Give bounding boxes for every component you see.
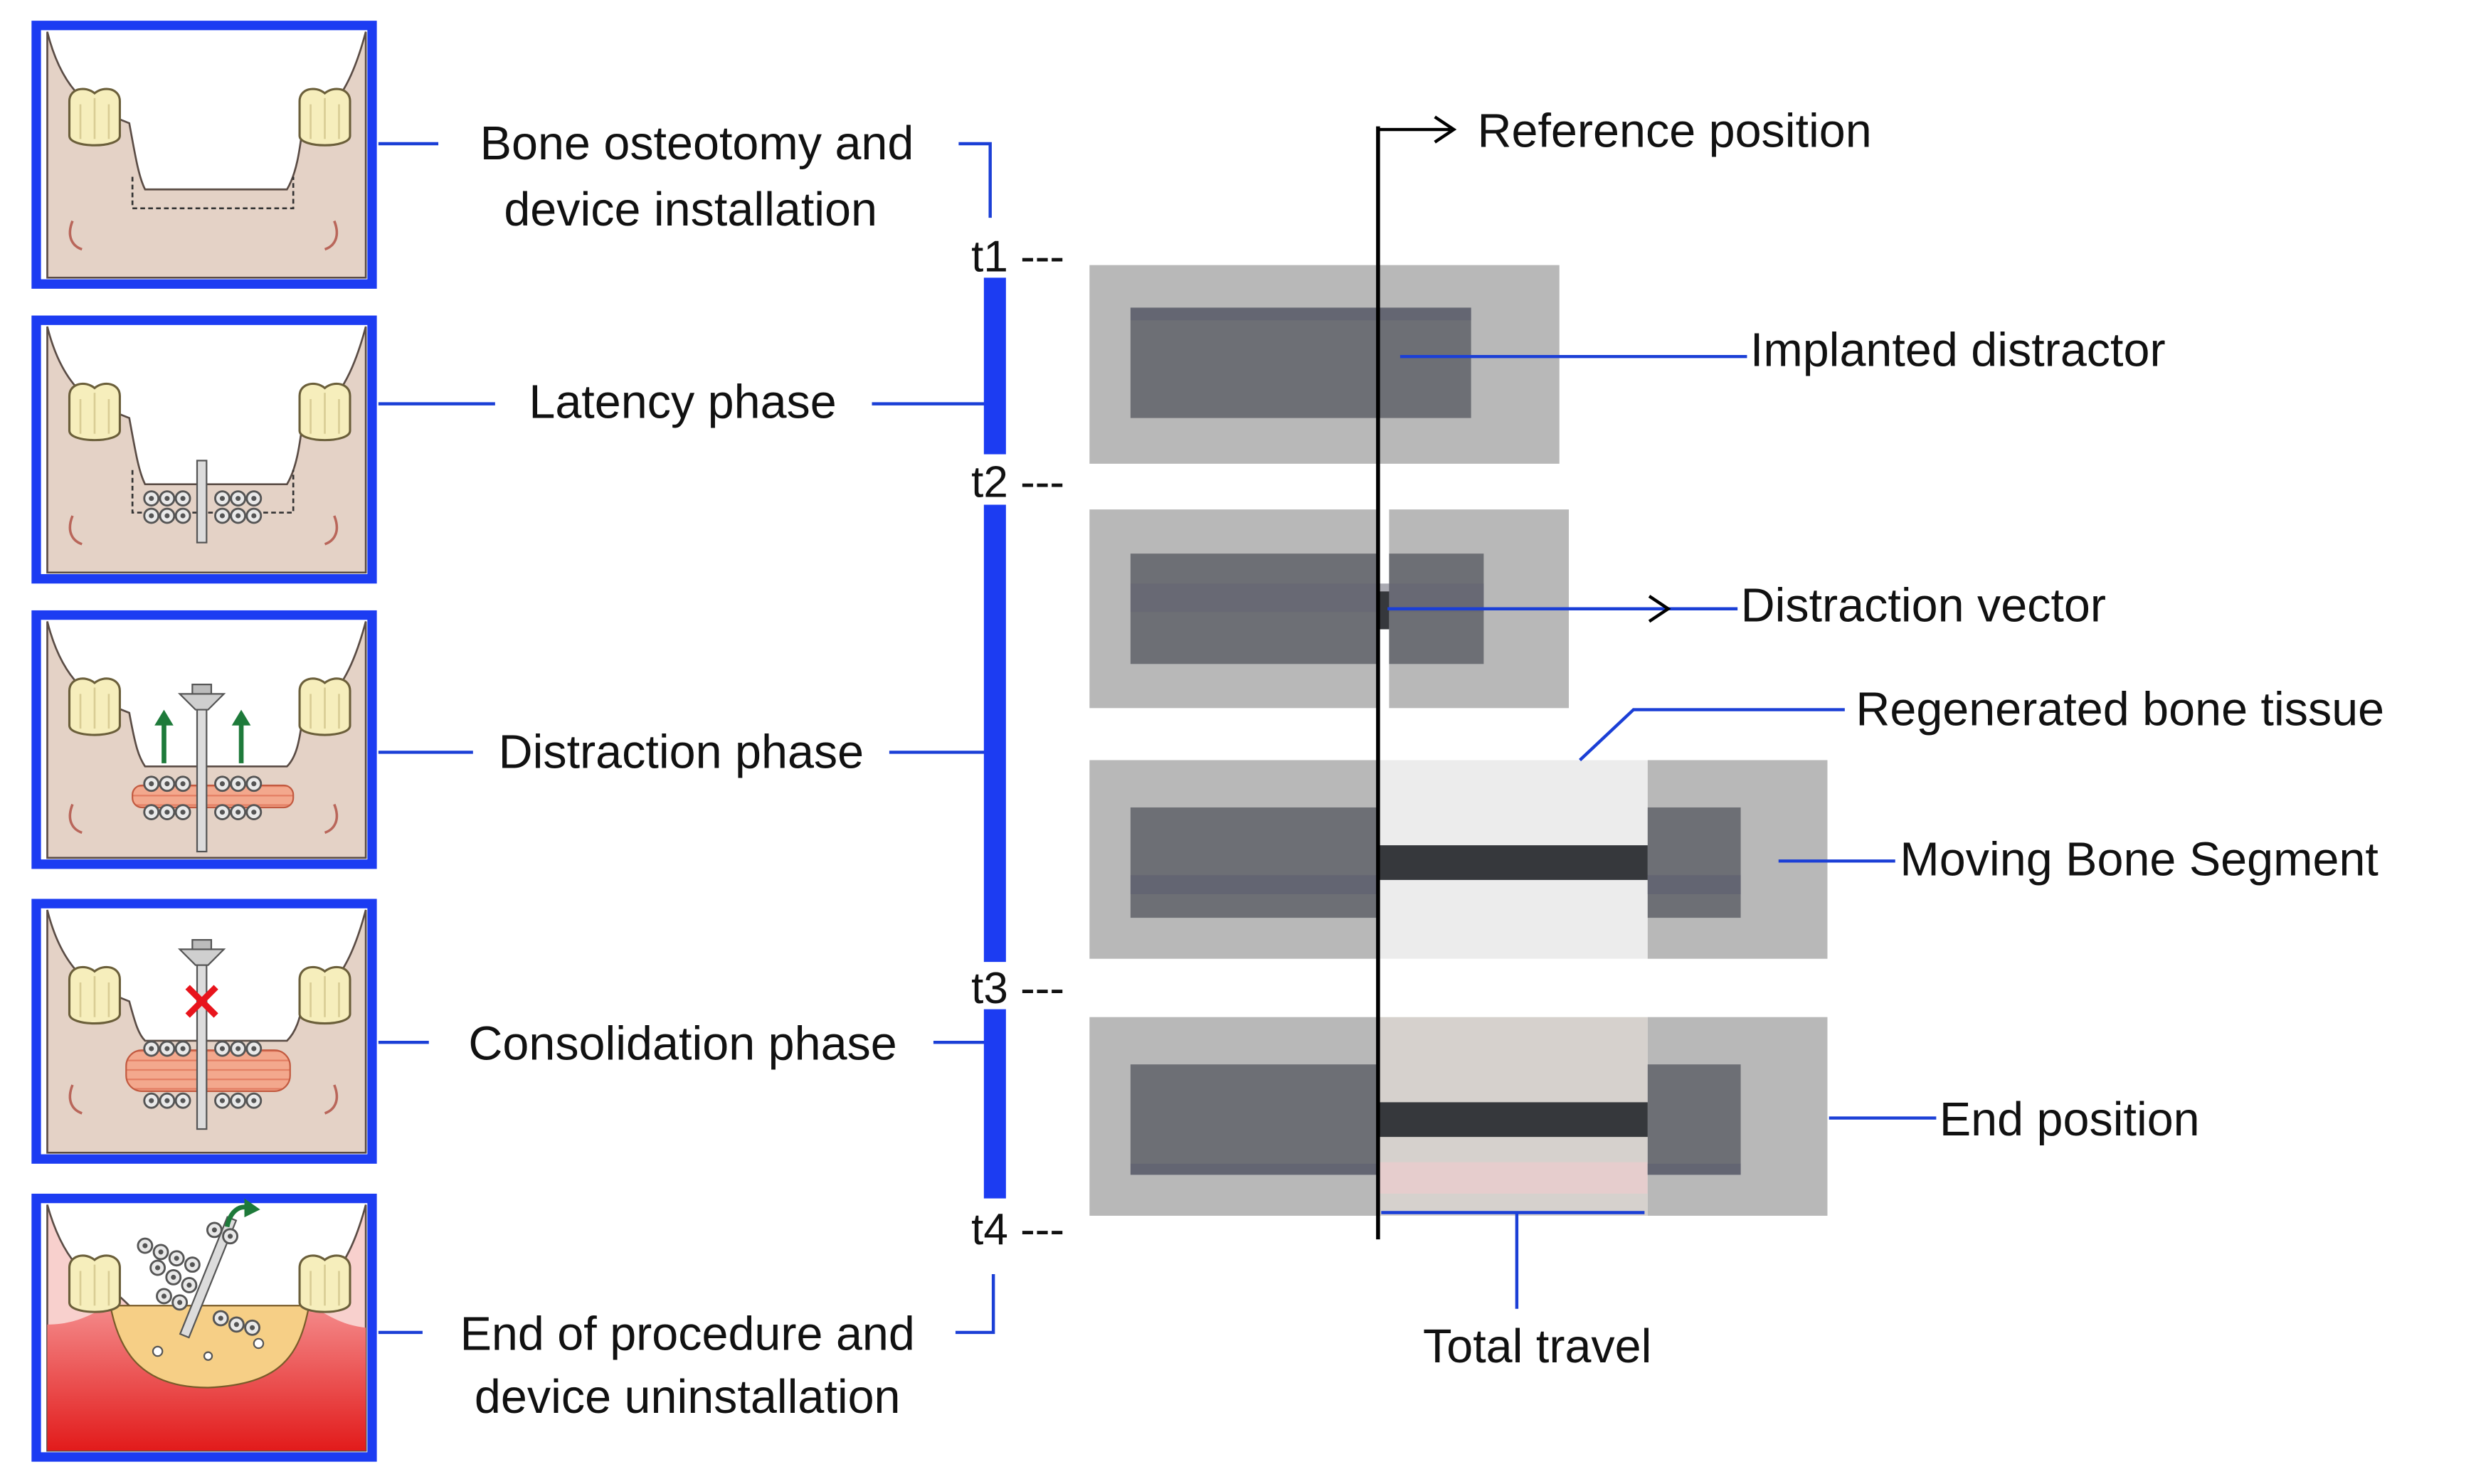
phase-label-5-line-1: End of procedure and	[460, 1308, 915, 1360]
reference-position-label: Reference position	[1477, 105, 1871, 157]
annotation-distraction-vector: Distraction vector	[1387, 579, 2106, 632]
up-arrow-icon	[154, 709, 251, 763]
stage-consolidation	[1089, 1017, 1828, 1216]
annotation-reference-position: Reference position	[1377, 105, 1872, 157]
timeline-bar-segment	[983, 504, 1006, 963]
timeline-tick-t4: t4 ---	[971, 1205, 1064, 1254]
annotation-regenerated-bone: Regenerated bone tissue	[1579, 684, 2384, 762]
tooth-icon	[298, 88, 351, 147]
annotation-implanted-distractor: Implanted distractor	[1399, 324, 2166, 376]
stage-implanted	[1089, 265, 1560, 464]
phase-label-3: Distraction phase	[378, 726, 990, 779]
tooth-icon	[68, 88, 121, 147]
phase-label-5-line-2: device uninstallation	[475, 1371, 901, 1424]
phase-panel-4	[31, 899, 377, 1164]
stage-distraction-active	[1089, 760, 1828, 959]
phase-panel-5	[31, 1193, 377, 1462]
annotation-end-position: End position	[1829, 1093, 2200, 1146]
close-x-icon	[185, 985, 218, 1018]
arrow-right-icon	[1648, 595, 1671, 623]
timeline-bar-segment	[983, 277, 1006, 455]
implanted-distractor-label: Implanted distractor	[1750, 324, 2166, 376]
timeline-tick-t2: t2 ---	[971, 457, 1064, 507]
timeline-tick-t3: t3 ---	[971, 964, 1064, 1013]
phase-label-5: End of procedure and device uninstallati…	[378, 1273, 995, 1424]
phase-label-4-text: Consolidation phase	[468, 1018, 896, 1071]
timeline-bar-segment	[983, 1009, 1006, 1199]
distraction-vector-label: Distraction vector	[1741, 579, 2106, 632]
phase-label-3-text: Distraction phase	[499, 726, 864, 779]
timeline-tick-t1: t1 ---	[971, 232, 1064, 281]
moving-segment-label: Moving Bone Segment	[1900, 833, 2378, 886]
phase-panel-3	[31, 610, 377, 869]
phase-label-1: Bone osteotomy and device installation	[378, 117, 992, 236]
annotation-total-travel: Total travel	[1381, 1211, 1651, 1373]
phase-panel-2	[31, 315, 377, 584]
end-position-label: End position	[1940, 1093, 2200, 1146]
phase-label-2-text: Latency phase	[529, 376, 836, 429]
regenerated-bone-label: Regenerated bone tissue	[1856, 684, 2384, 736]
phase-label-2: Latency phase	[378, 376, 990, 429]
rotate-arrow-icon	[224, 1198, 260, 1228]
distraction-rod	[1380, 845, 1648, 880]
phase-label-1-line-2: device installation	[504, 184, 877, 236]
arrow-right-icon	[1434, 115, 1457, 144]
phase-label-1-line-1: Bone osteotomy and	[480, 117, 914, 170]
annotation-moving-segment: Moving Bone Segment	[1778, 833, 2378, 886]
phase-label-4: Consolidation phase	[378, 1018, 990, 1071]
phase-panel-1	[31, 21, 377, 289]
timeline: t1 --- t2 --- t3 --- t4 ---	[971, 232, 1064, 1254]
total-travel-label: Total travel	[1423, 1320, 1651, 1373]
